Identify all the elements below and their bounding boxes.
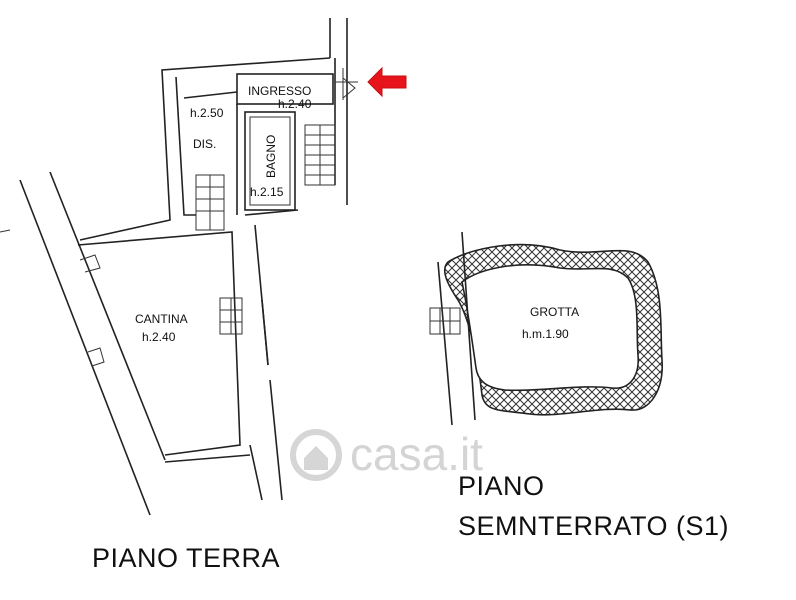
- room-grotta-height: h.m.1.90: [522, 327, 569, 341]
- watermark-text: casa.it: [350, 428, 483, 480]
- basement-title-line1: PIANO: [458, 471, 545, 501]
- basement-title-line2: SEMNTERRATO (S1): [458, 511, 729, 541]
- room-ingresso-name: INGRESSO: [248, 84, 311, 98]
- ground-floor-title: PIANO TERRA: [92, 543, 280, 573]
- room-cantina-height: h.2.40: [142, 330, 176, 344]
- room-bagno-height: h.2.15: [250, 185, 284, 199]
- room-grotta-name: GROTTA: [530, 305, 579, 319]
- room-ingresso-height: h.2.40: [278, 97, 312, 111]
- basement-plan: [429, 231, 663, 426]
- room-bagno-name: BAGNO: [264, 135, 278, 178]
- room-dis-height: h.2.50: [190, 106, 224, 120]
- watermark: casa.it: [290, 428, 483, 481]
- ground-floor-plan: [0, 18, 358, 516]
- room-dis-name: DIS.: [193, 137, 216, 151]
- arrow-left-icon: [367, 66, 407, 98]
- room-cantina-name: CANTINA: [135, 312, 188, 326]
